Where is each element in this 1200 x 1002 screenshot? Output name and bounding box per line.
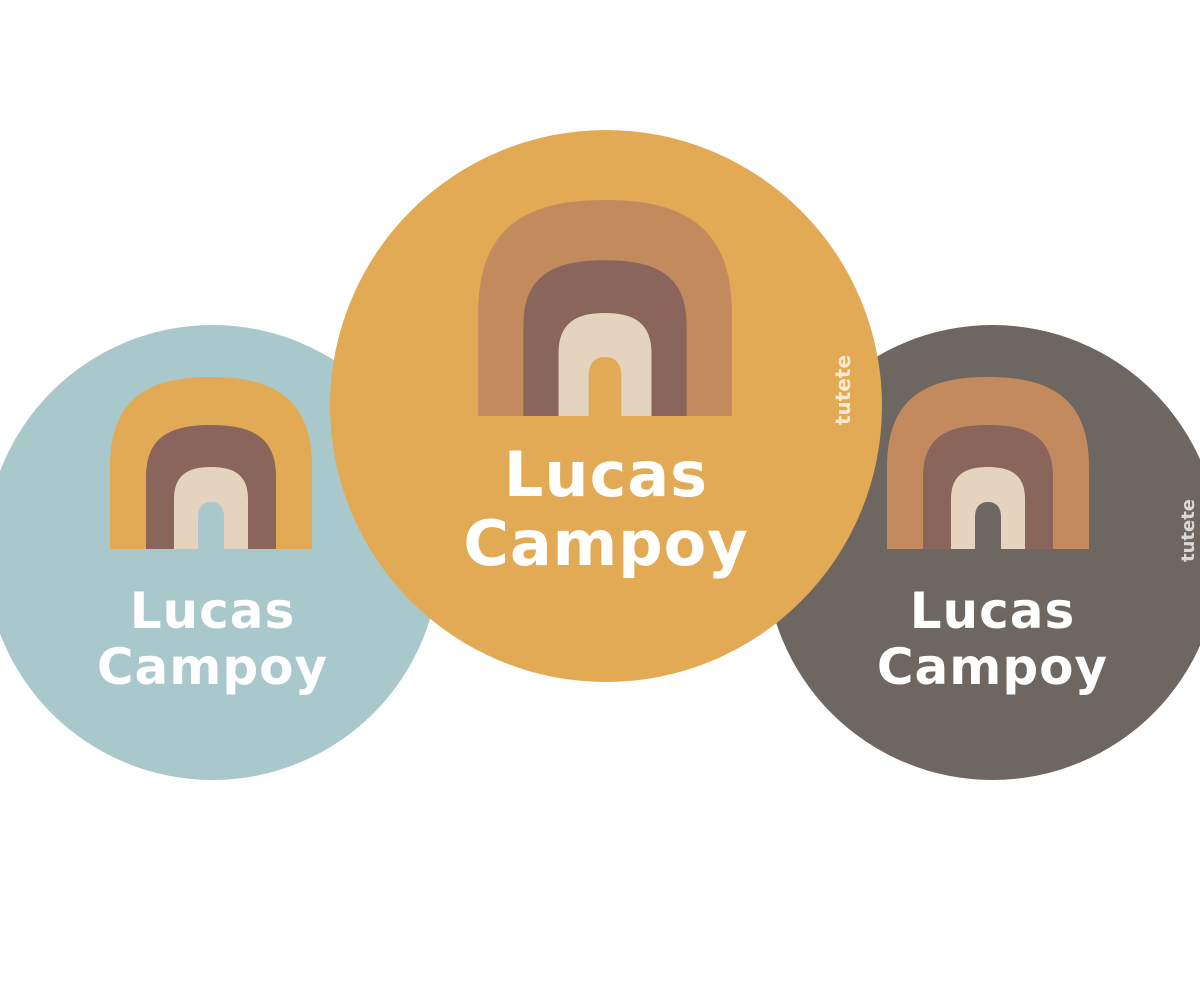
rainbow-hole [588, 356, 622, 416]
first-name: Lucas [909, 582, 1076, 640]
rainbow-icon [478, 200, 732, 416]
sticker-center: Lucas Campoy tutete [330, 130, 882, 682]
rainbow-hole [198, 502, 224, 549]
last-name: Campoy [463, 507, 749, 581]
rainbow-icon [887, 377, 1089, 549]
sticker-name: Lucas Campoy [0, 583, 440, 695]
first-name: Lucas [129, 582, 296, 640]
sticker-name: Lucas Campoy [765, 583, 1200, 695]
last-name: Campoy [96, 638, 329, 696]
rainbow-icon [110, 377, 312, 549]
sticker-name: Lucas Campoy [330, 440, 882, 579]
first-name: Lucas [503, 438, 709, 511]
brand-watermark: tutete [831, 354, 856, 426]
last-name: Campoy [876, 638, 1109, 696]
rainbow-hole [975, 502, 1001, 549]
brand-watermark: tutete [1178, 498, 1200, 563]
